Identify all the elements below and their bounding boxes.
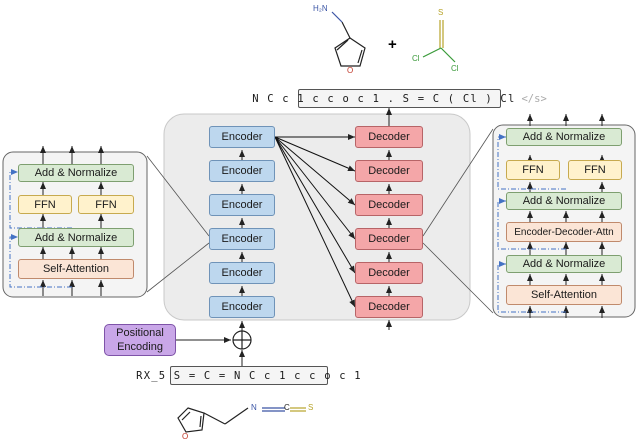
decoder-add-normalize-bottom: Add & Normalize [506,255,622,273]
atom-s-reactant: S [308,403,314,412]
encoder-block-1: Encoder [209,296,275,318]
positional-encoding-line1: Positional [116,327,164,339]
encoder-add-normalize-top: Add & Normalize [18,164,134,182]
encoder-detail-arrows [40,146,104,296]
input-sequence: RX_5 S = C = N C c 1 c c o c 1 [136,366,361,385]
output-sequence-text: N C c 1 c c o c 1 . S = C ( Cl ) Cl [252,92,516,105]
decoder-block-4: Decoder [355,194,423,216]
atom-cl-right: Cl [451,64,459,73]
positional-encoding-block: Positional Encoding [104,324,176,356]
decoder-encoder-decoder-attention: Encoder-Decoder-Attn [506,222,622,242]
atom-nh2: H₂N [313,4,328,13]
decoder-ffn-right: FFN [568,160,622,180]
product-thiophosgene-molecule [422,20,456,63]
atom-n-reactant: N [251,403,257,412]
encoder-add-normalize-bottom: Add & Normalize [18,228,134,247]
atom-cl-left: Cl [412,54,420,63]
encoder-self-attention: Self-Attention [18,259,134,279]
encoder-block-4: Encoder [209,194,275,216]
output-sequence: N C c 1 c c o c 1 . S = C ( Cl ) Cl </s> [252,89,547,108]
decoder-add-normalize-middle: Add & Normalize [506,192,622,210]
zoom-lines [146,128,494,314]
decoder-block-5: Decoder [355,160,423,182]
decoder-residual-lines [497,134,566,313]
decoder-self-attention: Self-Attention [506,285,622,305]
atom-c-reactant: C [284,403,290,412]
encoder-ffn-right: FFN [78,195,134,214]
plus-sign: + [388,36,397,53]
decoder-ffn-left: FFN [506,160,560,180]
encoder-ffn-left: FFN [18,195,72,214]
decoder-block-2: Decoder [355,262,423,284]
encoder-block-6: Encoder [209,126,275,148]
decoder-add-normalize-top: Add & Normalize [506,128,622,146]
atom-o-product: O [347,66,354,75]
encoder-decoder-connections [274,134,356,308]
atom-o-reactant: O [182,432,189,441]
encoder-block-2: Encoder [209,262,275,284]
decoder-block-6: Decoder [355,126,423,148]
atom-s-thiophosgene: S [438,8,444,17]
positional-encoding-line2: Encoding [117,341,163,353]
decoder-block-1: Decoder [355,296,423,318]
positional-add [176,321,252,366]
end-of-sequence-token: </s> [521,92,547,105]
encoder-block-5: Encoder [209,160,275,182]
product-amine-molecule [331,11,366,67]
decoder-block-3: Decoder [355,228,423,250]
encoder-block-3: Encoder [209,228,275,250]
reactant-molecule [177,407,306,433]
